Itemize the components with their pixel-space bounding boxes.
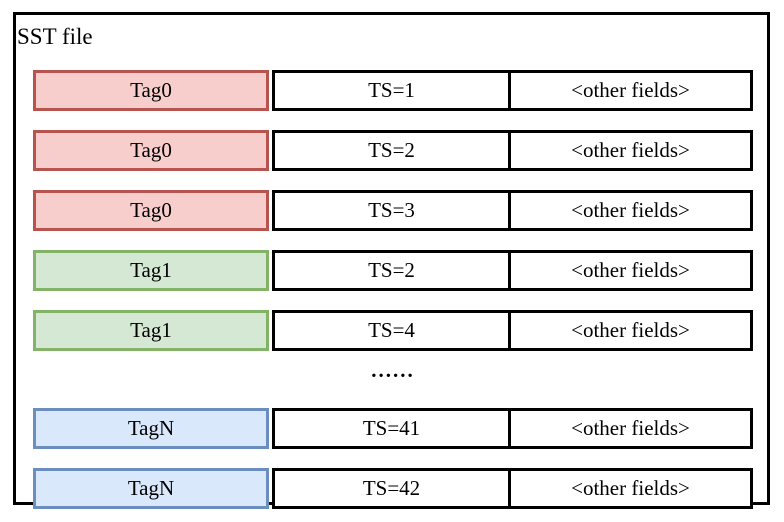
tag-cell: TagN bbox=[33, 408, 269, 449]
record-row-2: Tag0 TS=2 <other fields> bbox=[33, 130, 753, 171]
timestamp-cell: TS=1 bbox=[272, 70, 511, 111]
other-fields-cell: <other fields> bbox=[511, 468, 753, 509]
tag-cell: Tag0 bbox=[33, 190, 269, 231]
record-row-4: Tag1 TS=2 <other fields> bbox=[33, 250, 753, 291]
sst-file-title: SST file bbox=[17, 24, 93, 49]
other-fields-cell: <other fields> bbox=[511, 190, 753, 231]
timestamp-cell: TS=2 bbox=[272, 130, 511, 171]
other-fields-cell: <other fields> bbox=[511, 70, 753, 111]
other-fields-cell: <other fields> bbox=[511, 250, 753, 291]
record-row-5: Tag1 TS=4 <other fields> bbox=[33, 310, 753, 351]
timestamp-cell: TS=2 bbox=[272, 250, 511, 291]
timestamp-cell: TS=41 bbox=[272, 408, 511, 449]
tag-cell: Tag1 bbox=[33, 250, 269, 291]
other-fields-cell: <other fields> bbox=[511, 130, 753, 171]
record-rows: Tag0 TS=1 <other fields> Tag0 TS=2 <othe… bbox=[33, 70, 753, 509]
record-row-6: TagN TS=41 <other fields> bbox=[33, 408, 753, 449]
tag-cell: TagN bbox=[33, 468, 269, 509]
tag-cell: Tag0 bbox=[33, 70, 269, 111]
tag-cell: Tag1 bbox=[33, 310, 269, 351]
record-row-7: TagN TS=42 <other fields> bbox=[33, 468, 753, 509]
other-fields-cell: <other fields> bbox=[511, 408, 753, 449]
ellipsis-text: ...... bbox=[371, 357, 415, 382]
timestamp-cell: TS=42 bbox=[272, 468, 511, 509]
record-row-3: Tag0 TS=3 <other fields> bbox=[33, 190, 753, 231]
timestamp-cell: TS=3 bbox=[272, 190, 511, 231]
timestamp-cell: TS=4 bbox=[272, 310, 511, 351]
record-row-1: Tag0 TS=1 <other fields> bbox=[33, 70, 753, 111]
tag-cell: Tag0 bbox=[33, 130, 269, 171]
other-fields-cell: <other fields> bbox=[511, 310, 753, 351]
